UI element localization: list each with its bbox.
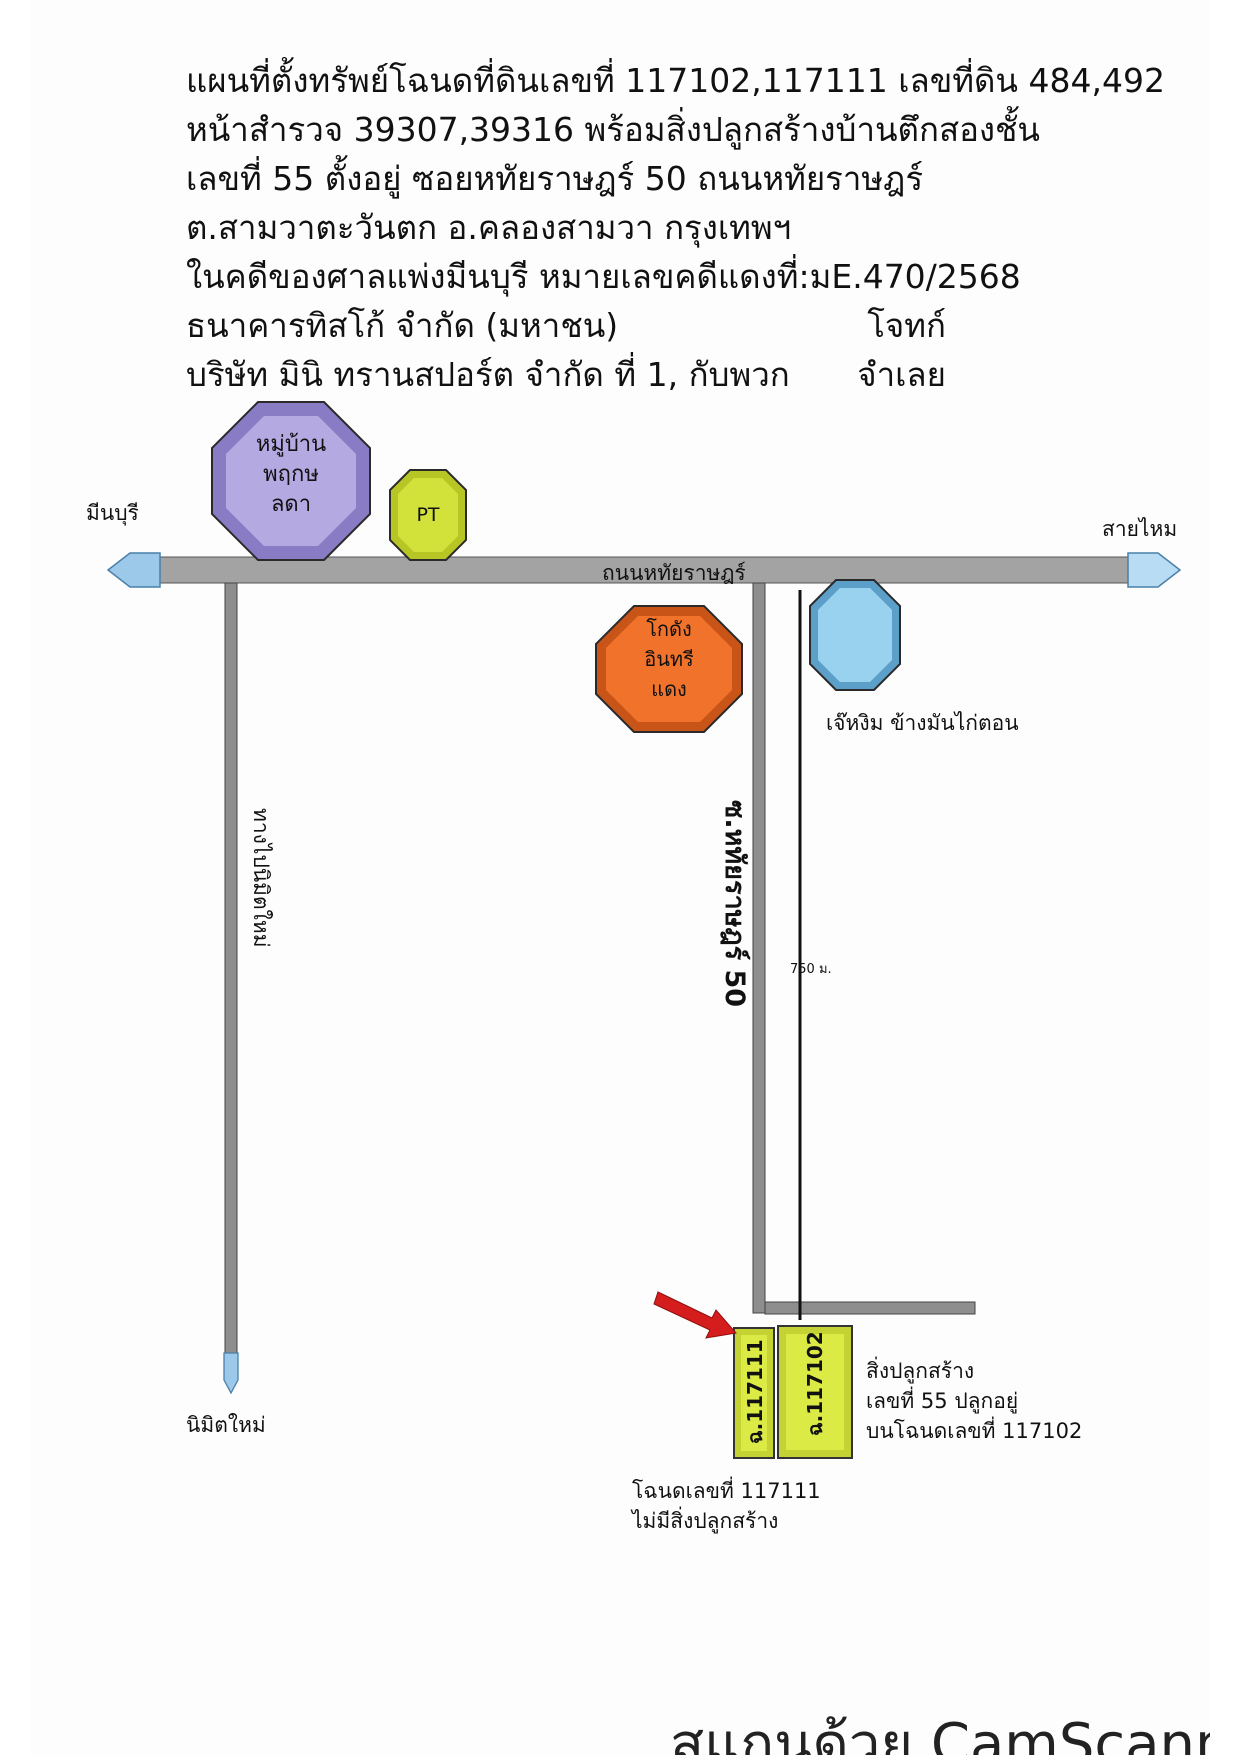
south-arrow bbox=[223, 1352, 239, 1395]
soi-branch bbox=[764, 1301, 976, 1315]
plot-117111 bbox=[733, 1327, 775, 1459]
building-note-1: สิ่งปลูกสร้าง bbox=[866, 1356, 974, 1384]
plaintiff-role: โจทก์ bbox=[867, 306, 946, 345]
west-arrow bbox=[106, 552, 161, 588]
plaintiff-name: ธนาคารทิสโก้ จำกัด (มหาชน) bbox=[186, 306, 619, 345]
soi-road-label: ซ.หทัยราษฎร์ 50 bbox=[719, 800, 751, 1007]
east-direction-label: สายไหม bbox=[1102, 517, 1177, 541]
plot-117111-label: ฉ.117111 bbox=[743, 1339, 767, 1444]
empty-plot-note-1: โฉนดเลขที่ 117111 bbox=[632, 1476, 821, 1503]
distance-label: 750 ม. bbox=[790, 962, 832, 977]
header-line-5: ในคดีของศาลแพ่งมีนบุรี หมายเลขคดีแดงที่:… bbox=[186, 257, 1021, 296]
warehouse-label-3: แดง bbox=[651, 677, 687, 701]
defendant-role: จำเลย bbox=[857, 355, 946, 394]
west-direction-label: มีนบุรี bbox=[86, 501, 139, 526]
east-arrow bbox=[1127, 552, 1182, 588]
pt-label: PT bbox=[416, 504, 439, 526]
header-line-2: หน้าสำรวจ 39307,39316 พร้อมสิ่งปลูกสร้าง… bbox=[186, 110, 1040, 149]
camscanner-watermark: สแกนด้วย CamScanner bbox=[670, 1712, 1210, 1755]
defendant-line: บริษัท มินิ ทรานสปอร์ต จำกัด ที่ 1, กับพ… bbox=[186, 350, 946, 399]
left-destination-label: นิมิตใหม่ bbox=[186, 1413, 266, 1437]
red-pointer-arrow bbox=[653, 1291, 737, 1339]
village-label-3: ลดา bbox=[271, 492, 311, 517]
plot-117102-label: ฉ.117102 bbox=[803, 1331, 827, 1436]
plaintiff-line: ธนาคารทิสโก้ จำกัด (มหาชน) โจทก์ bbox=[186, 301, 946, 350]
left-road-label: ทางไปนิมิตใหม่ bbox=[249, 808, 273, 948]
document-header: แผนที่ตั้งทรัพย์โฉนดที่ดินเลขที่ 117102,… bbox=[186, 56, 1165, 399]
warehouse-label-2: อินทรี bbox=[644, 647, 694, 671]
left-road bbox=[224, 582, 238, 1354]
plot-117102 bbox=[777, 1325, 853, 1459]
defendant-name: บริษัท มินิ ทรานสปอร์ต จำกัด ที่ 1, กับพ… bbox=[186, 355, 790, 394]
pt-station-landmark bbox=[389, 469, 467, 561]
village-landmark bbox=[211, 401, 371, 561]
soi-road bbox=[752, 582, 766, 1314]
building-note-3: บนโฉนดเลขที่ 117102 bbox=[866, 1416, 1082, 1443]
shop-landmark bbox=[809, 579, 901, 691]
village-label-2: พฤกษ bbox=[263, 462, 319, 487]
header-line-1: แผนที่ตั้งทรัพย์โฉนดที่ดินเลขที่ 117102,… bbox=[186, 61, 1165, 100]
empty-plot-note-2: ไม่มีสิ่งปลูกสร้าง bbox=[630, 1506, 778, 1534]
main-road-label: ถนนหทัยราษฎร์ bbox=[602, 561, 746, 585]
shop-label: เจ๊หงิม ข้างมันไก่ตอน bbox=[826, 711, 1019, 735]
header-line-3: เลขที่ 55 ตั้งอยู่ ซอยหทัยราษฎร์ 50 ถนนห… bbox=[186, 159, 924, 198]
building-note-2: เลขที่ 55 ปลูกอยู่ bbox=[866, 1386, 1018, 1414]
warehouse-landmark bbox=[595, 605, 743, 733]
village-label-1: หมู่บ้าน bbox=[256, 432, 326, 457]
header-line-4: ต.สามวาตะวันตก อ.คลองสามวา กรุงเทพฯ bbox=[186, 208, 792, 247]
warehouse-label-1: โกดัง bbox=[646, 617, 692, 641]
